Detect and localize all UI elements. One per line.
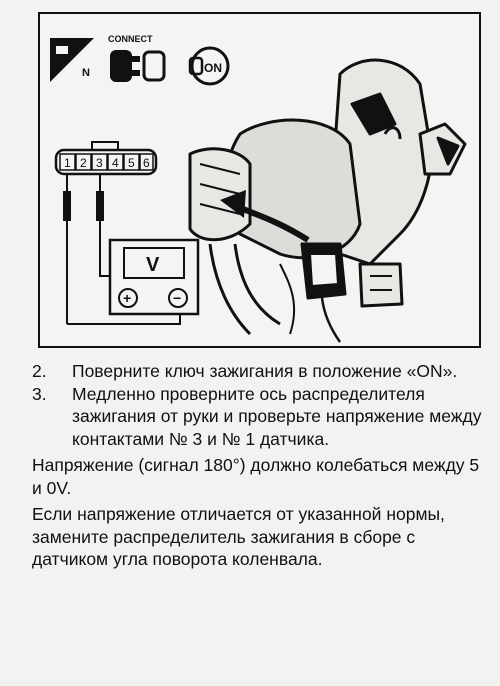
- ignition-on-label: ON: [204, 61, 222, 75]
- rotation-arrow: [220, 190, 310, 243]
- neutral-label: N: [82, 67, 90, 79]
- connector-pin-1: 1: [64, 156, 71, 170]
- step-number: 2.: [32, 361, 47, 381]
- voltmeter-plus-label: +: [123, 290, 131, 306]
- gear-neutral-icon: N: [50, 38, 94, 82]
- step-text: Медленно проверните ось распределителя з…: [72, 383, 482, 449]
- connect-label: CONNECT: [108, 34, 153, 44]
- step-text: Поверните ключ зажигания в положение «ON…: [72, 361, 458, 381]
- connector-pin-2: 2: [80, 156, 87, 170]
- connector-pin-6: 6: [143, 156, 150, 170]
- replacement-paragraph: Если напряжение отличается от указанной …: [32, 504, 445, 569]
- voltmeter-label: V: [146, 254, 160, 276]
- step-number: 3.: [32, 383, 47, 404]
- voltmeter-minus-label: −: [173, 290, 181, 306]
- voltage-requirement-paragraph: Напряжение (сигнал 180°) должно колебать…: [32, 455, 480, 498]
- connector-pin-4: 4: [112, 156, 119, 170]
- ignition-key-icon: ON: [188, 46, 230, 86]
- distributor-drawing: [188, 58, 467, 343]
- sensor-connector: 1 2 3 4 5 6: [54, 141, 158, 176]
- instructions-text: 2. Поверните ключ зажигания в положение …: [32, 360, 487, 571]
- connector-pin-5: 5: [128, 156, 135, 170]
- connect-icon: CONNECT: [108, 34, 166, 82]
- illustration-frame: N CONNECT ON 1 2 3 4: [38, 12, 481, 348]
- step-3: 3. Медленно проверните ось распределител…: [32, 383, 487, 451]
- distributor-test-diagram: N CONNECT ON 1 2 3 4: [50, 34, 467, 343]
- step-2: 2. Поверните ключ зажигания в положение …: [32, 360, 487, 383]
- connector-pin-3: 3: [96, 156, 103, 170]
- voltmeter: V + −: [108, 238, 200, 316]
